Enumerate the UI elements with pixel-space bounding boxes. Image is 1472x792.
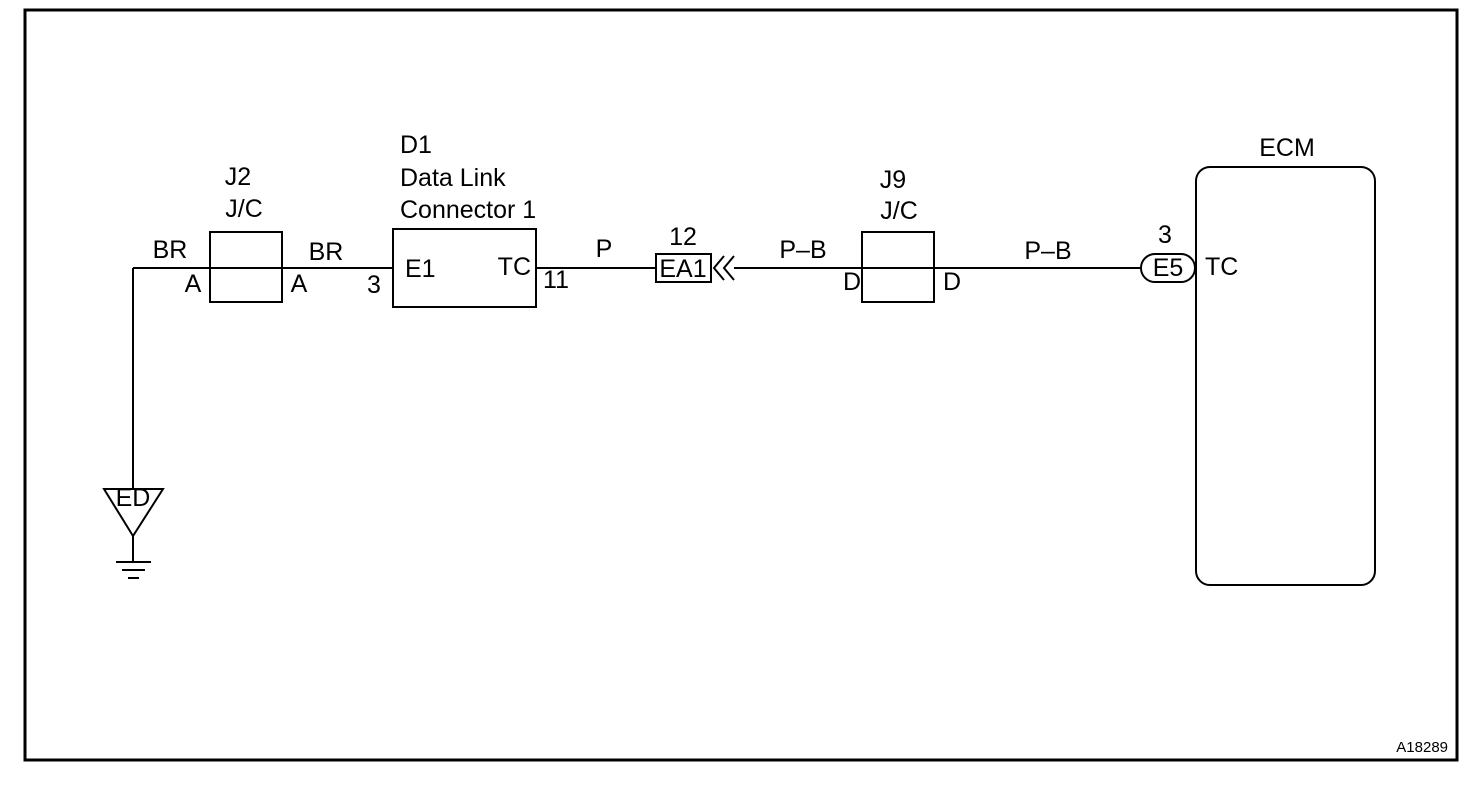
wire-w3-color: P [596, 235, 613, 263]
d1-name-line2: Connector 1 [400, 196, 536, 224]
j9-pin-right: D [943, 268, 961, 296]
d1-pin-right-num: 11 [543, 266, 569, 294]
wire-w2-color: BR [309, 238, 344, 266]
ground-id: ED [116, 484, 151, 512]
ecm-pin-num: 3 [1158, 221, 1172, 249]
ecm-connector-e5 [1140, 253, 1196, 283]
d1-id: D1 [400, 131, 432, 159]
j2-pin-left: A [185, 270, 202, 298]
connector-d1: D1 Data Link Connector 1 E1 3 TC 11 [367, 131, 569, 308]
j2-pin-right: A [291, 270, 308, 298]
figure-id: A18289 [1396, 739, 1448, 756]
d1-name-line1: Data Link [400, 164, 506, 192]
d1-pin-left-label: E1 [405, 255, 436, 283]
diagram-frame [23, 8, 1459, 762]
j2-type: J/C [225, 195, 263, 223]
j9-pin-left: D [843, 268, 861, 296]
ecm-connector-id: E5 [1153, 254, 1184, 282]
wire-w5-color: P–B [1024, 237, 1071, 265]
ecm-pin-label: TC [1205, 253, 1238, 281]
ecm-box [1195, 166, 1376, 586]
ea1-chevron-1 [712, 255, 725, 281]
j2-id: J2 [225, 163, 251, 191]
junction-j2: J2 J/C A A [185, 163, 308, 303]
j9-type: J/C [880, 197, 918, 225]
d1-pin-left-num: 3 [367, 271, 381, 299]
junction-j9: J9 J/C D D [843, 166, 961, 303]
j9-id: J9 [880, 166, 906, 194]
wire-w1-color: BR [153, 236, 188, 264]
d1-box [392, 228, 537, 308]
ecm-name: ECM [1259, 134, 1315, 162]
ea1-pin-num: 12 [669, 223, 697, 251]
ea1-id: EA1 [659, 255, 706, 283]
connector-ea1: 12 EA1 [655, 223, 735, 283]
ecm: ECM 3 E5 TC [1140, 134, 1376, 586]
ea1-box [655, 253, 712, 283]
d1-pin-right-label: TC [498, 253, 531, 281]
ground-triangle [102, 488, 165, 538]
ea1-chevron-2 [722, 255, 735, 281]
wire-w4-color: P–B [779, 236, 826, 264]
ground-ed: ED [102, 268, 165, 579]
